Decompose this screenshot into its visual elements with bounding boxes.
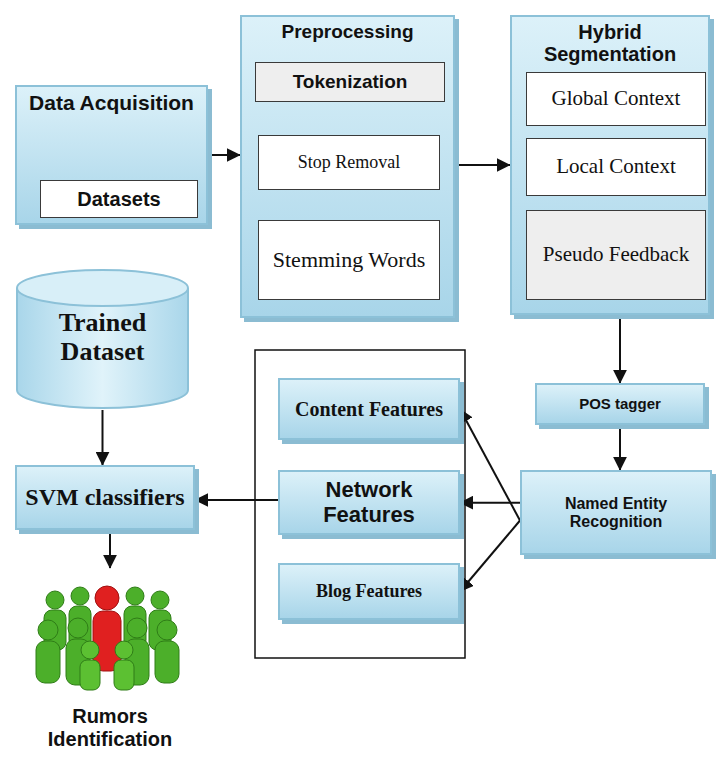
box-label: Rumors Identification xyxy=(30,701,190,754)
flow-arrow xyxy=(109,530,111,568)
inner-box: Stop Removal xyxy=(258,135,440,190)
classifier-box: SVM classifiers xyxy=(15,465,195,530)
process-box: Data AcquisitionDatasets xyxy=(15,85,208,225)
flow-arrow xyxy=(102,410,104,465)
flow-arrow xyxy=(460,409,520,521)
box-label: Datasets xyxy=(41,184,197,214)
box-label: Blog Features xyxy=(280,577,458,605)
flow-arrow xyxy=(195,499,278,501)
box-label: SVM classifiers xyxy=(17,480,193,515)
feature-group-frame xyxy=(255,350,465,658)
box-label: Network Features xyxy=(280,474,458,531)
box-label: Stemming Words xyxy=(259,244,439,277)
flow-arrow xyxy=(455,164,510,166)
feature-box: Network Features xyxy=(278,470,460,535)
flow-arrow xyxy=(619,315,621,383)
process-box: Named Entity Recognition xyxy=(520,470,712,555)
feature-box: Content Features xyxy=(278,378,460,440)
inner-box: Local Context xyxy=(526,138,706,196)
box-label: Trained Dataset xyxy=(15,268,190,370)
process-box: POS tagger xyxy=(535,383,705,425)
box-label: Content Features xyxy=(280,394,458,424)
output-figure: Rumors Identification xyxy=(30,568,190,754)
inner-box: Stemming Words xyxy=(258,220,440,300)
box-label: Pseudo Feedback xyxy=(527,239,705,271)
box-label: Stop Removal xyxy=(259,148,439,176)
box-label: Local Context xyxy=(527,151,705,183)
inner-box: Global Context xyxy=(526,72,706,126)
database-cylinder: Trained Dataset xyxy=(15,268,190,410)
box-label: Tokenization xyxy=(256,67,444,96)
box-heading: Hybrid Segmentation xyxy=(512,17,708,70)
flow-arrow xyxy=(460,521,520,592)
box-label: Named Entity Recognition xyxy=(522,491,710,535)
process-box: Hybrid SegmentationGlobal ContextLocal C… xyxy=(510,15,710,315)
box-label: Global Context xyxy=(527,83,705,115)
flow-arrow xyxy=(619,425,621,470)
box-label: POS tagger xyxy=(537,392,703,417)
box-heading: Preprocessing xyxy=(242,17,453,46)
flow-arrow xyxy=(208,154,240,156)
flow-arrow xyxy=(460,502,520,504)
inner-box: Pseudo Feedback xyxy=(526,210,706,300)
inner-box: Datasets xyxy=(40,180,198,218)
feature-box: Blog Features xyxy=(278,563,460,620)
box-heading: Data Acquisition xyxy=(17,87,206,119)
inner-box: Tokenization xyxy=(255,62,445,102)
process-box: PreprocessingTokenizationStop RemovalSte… xyxy=(240,15,455,318)
people-icon xyxy=(36,586,179,690)
